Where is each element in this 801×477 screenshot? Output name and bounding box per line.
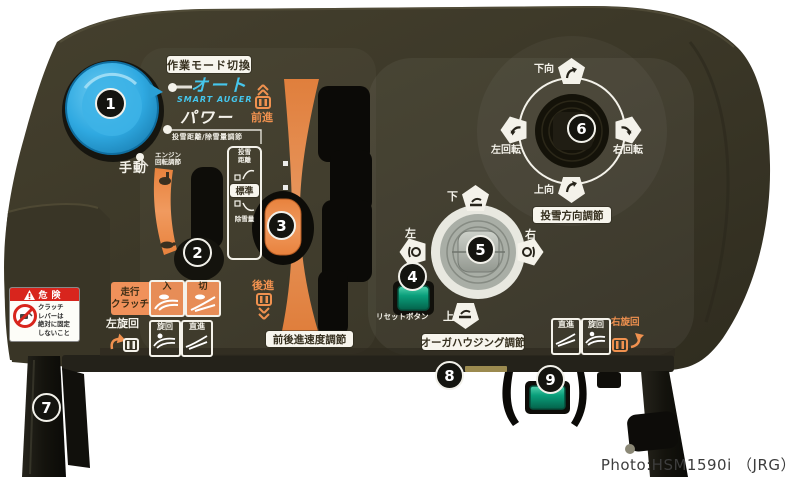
switch-prong-left <box>502 372 519 426</box>
left-handle-lever <box>62 368 90 468</box>
reverse-label: 後進 <box>252 279 274 292</box>
callout-1: 1 <box>95 88 126 119</box>
clutch-off-cell: 切 <box>185 280 221 317</box>
turn-cell-left: 旋回 <box>149 320 181 357</box>
left-turn-label: 左旋回 <box>106 317 139 330</box>
chute-up-icon <box>558 177 585 203</box>
clutch-off-lever-icon <box>190 294 216 312</box>
standard-box: 標準 <box>230 183 259 197</box>
engine-speed-strip <box>153 168 177 255</box>
photo-caption: Photo:HSM1590i （JRG） <box>600 456 796 474</box>
chute-left-rotate-label: 左回転 <box>491 145 521 156</box>
smart-auger-label: SMART AUGER <box>177 95 253 104</box>
knob-pointer-notch <box>149 84 163 99</box>
chute-right-rotate-label: 右回転 <box>613 145 643 156</box>
callout-5: 5 <box>466 235 495 264</box>
work-mode-title-box: 作業モード切換 <box>167 56 251 73</box>
callout-8: 8 <box>435 361 464 390</box>
callout-9: 9 <box>536 365 565 394</box>
engine-speed-label: エンジン 回転調節 <box>155 151 181 167</box>
switch-prong-right <box>571 372 587 427</box>
auto-mode-marker <box>168 83 177 92</box>
chute-down-label: 下向 <box>534 64 554 75</box>
rail-sticker <box>465 366 507 372</box>
travel-clutch-title: 走行 クラッチ <box>111 282 149 315</box>
danger-sticker: 危険 クラッチ レバーは 絶対に固定 しないこと <box>10 288 79 341</box>
auger-up-label: 上 <box>443 310 454 323</box>
chute-up-label: 上向 <box>534 185 554 196</box>
manual-mode-marker <box>136 153 144 161</box>
callout-4: 4 <box>398 262 427 291</box>
power-mode-sublabel: 投雪距離/除雪量調節 <box>172 133 243 141</box>
right-turn-icon <box>611 329 647 360</box>
chute-direction-label-box: 投雪方向調節 <box>533 207 611 223</box>
forward-icon <box>252 84 274 115</box>
chute-range-strip: 投雪 距離 標準 除雪量 <box>227 146 262 260</box>
chute-far-icon <box>233 169 254 181</box>
auger-housing-label-box: オーガハウジング調節 <box>421 334 526 350</box>
chute-near-icon <box>233 199 254 211</box>
callout-7: 7 <box>32 393 61 422</box>
rabbit-icon <box>159 172 171 185</box>
auger-left-icon <box>400 239 426 266</box>
speed-adjust-label-box: 前後進速度調節 <box>266 331 353 347</box>
callout-3: 3 <box>267 211 296 240</box>
right-turn-label: 右旋回 <box>611 317 640 328</box>
clutch-on-cell: 入 <box>149 280 185 317</box>
mode-lever-slot <box>191 167 223 249</box>
danger-header: 危険 <box>10 288 79 301</box>
callout-2: 2 <box>183 238 212 267</box>
auto-mode-label: オート <box>191 76 248 96</box>
reset-button-label: リセットボタン <box>376 312 429 321</box>
straight-cell-left: 直進 <box>181 320 213 357</box>
straight-lever-icon-right <box>555 333 576 347</box>
body-top-highlight <box>59 5 735 48</box>
callout-6: 6 <box>567 114 596 143</box>
right-handle-clamp <box>627 411 678 452</box>
straight-lever-icon <box>185 335 208 350</box>
reverse-icon <box>253 292 275 326</box>
warning-triangle-icon <box>24 289 36 300</box>
clutch-on-lever-icon <box>154 294 179 311</box>
danger-text: クラッチ レバーは 絶対に固定 しないこと <box>38 303 70 337</box>
chute-right-rotate-icon <box>616 117 642 144</box>
auger-left-label: 左 <box>405 227 416 240</box>
auger-right-label: 右 <box>525 228 536 241</box>
bottom-rail <box>62 355 674 372</box>
auger-right-icon <box>518 239 544 266</box>
speed-lever-slot <box>318 86 372 336</box>
speed-range-strip <box>282 79 319 331</box>
turtle-icon <box>160 241 176 249</box>
chute-left-rotate-icon <box>501 117 527 144</box>
manual-mode-label: 手動 <box>119 161 148 176</box>
power-mode-marker <box>163 125 172 134</box>
left-turn-icon <box>106 331 144 361</box>
body-side-seam <box>688 41 730 323</box>
turn-lever-icon <box>153 333 176 349</box>
prohibition-icon <box>13 304 37 328</box>
forward-label: 前進 <box>251 111 273 124</box>
auger-up-icon <box>452 303 479 329</box>
turn-lever-icon-right <box>585 331 606 346</box>
auger-down-label: 下 <box>447 190 458 203</box>
turn-cell-right: 旋回 <box>581 318 611 355</box>
power-mode-label: パワー <box>180 108 235 127</box>
straight-cell-right: 直進 <box>551 318 581 355</box>
